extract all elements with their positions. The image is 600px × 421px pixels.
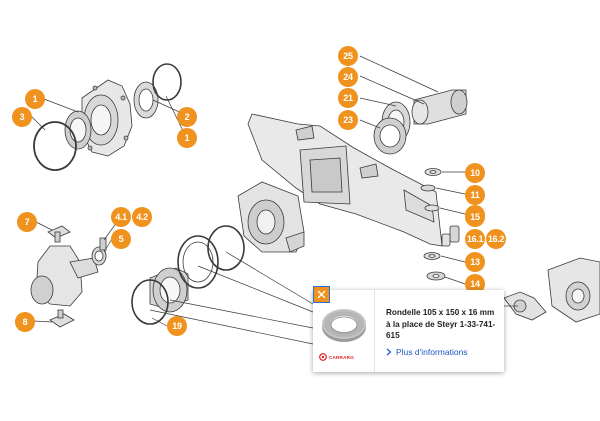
thrust-ring-part[interactable] bbox=[373, 117, 407, 155]
axle-housing-part[interactable] bbox=[247, 113, 443, 247]
bushing-sleeve-part[interactable] bbox=[411, 89, 468, 125]
callout-25[interactable]: 25 bbox=[338, 46, 358, 66]
callout-8[interactable]: 8 bbox=[15, 312, 35, 332]
brand-name: CARRARO bbox=[329, 354, 354, 360]
washer-part[interactable] bbox=[424, 204, 440, 212]
wheel-hub-part[interactable] bbox=[81, 79, 133, 157]
callout-14[interactable]: 14 bbox=[465, 274, 485, 294]
pin-bottom-part[interactable] bbox=[49, 309, 75, 328]
o-ring-large-part[interactable] bbox=[131, 279, 169, 325]
callout-24[interactable]: 24 bbox=[338, 67, 358, 87]
close-icon bbox=[317, 290, 326, 299]
close-button[interactable] bbox=[313, 286, 330, 303]
yoke-part[interactable] bbox=[547, 257, 600, 323]
callout-16-1[interactable]: 16.1 bbox=[465, 229, 485, 249]
chevron-right-icon bbox=[386, 348, 392, 356]
callout-16-2[interactable]: 16.2 bbox=[486, 229, 506, 249]
bearing-ring-part[interactable] bbox=[64, 110, 92, 150]
callout-3[interactable]: 3 bbox=[12, 107, 32, 127]
callout-23[interactable]: 23 bbox=[338, 110, 358, 130]
callout-2[interactable]: 2 bbox=[177, 107, 197, 127]
callout-15[interactable]: 15 bbox=[465, 207, 485, 227]
bushing-part[interactable] bbox=[91, 237, 107, 266]
callout-1[interactable]: 1 bbox=[177, 128, 197, 148]
product-popup: CARRARO Rondelle 105 x 150 x 16 mm à la … bbox=[313, 290, 504, 372]
callout-5[interactable]: 5 bbox=[111, 229, 131, 249]
callout-4-2[interactable]: 4.2 bbox=[132, 207, 152, 227]
callout-19[interactable]: 19 bbox=[167, 316, 187, 336]
universal-joint-part[interactable] bbox=[503, 291, 547, 321]
callout-13[interactable]: 13 bbox=[465, 252, 485, 272]
washer-part[interactable] bbox=[426, 271, 446, 281]
callout-11[interactable]: 11 bbox=[465, 185, 485, 205]
carraro-logo-icon: CARRARO bbox=[319, 353, 354, 361]
washer-part[interactable] bbox=[423, 252, 441, 260]
washer-part[interactable] bbox=[420, 184, 436, 192]
o-ring-part[interactable] bbox=[33, 121, 77, 171]
washer-part[interactable] bbox=[424, 168, 442, 176]
differential-carrier-part[interactable] bbox=[237, 181, 305, 253]
callout-4-1[interactable]: 4.1 bbox=[111, 207, 131, 227]
callout-10[interactable]: 10 bbox=[465, 163, 485, 183]
washer-thumbnail bbox=[322, 309, 366, 342]
callout-1[interactable]: 1 bbox=[25, 89, 45, 109]
product-thumbnail-area: CARRARO bbox=[313, 290, 375, 372]
pin-top-part[interactable] bbox=[47, 225, 71, 243]
more-info-link[interactable]: Plus d'informations bbox=[386, 347, 468, 357]
steering-knuckle-part[interactable] bbox=[30, 245, 99, 307]
snap-ring-large-part[interactable] bbox=[207, 225, 245, 271]
bushing-small-part[interactable] bbox=[441, 225, 460, 247]
leader-lines bbox=[30, 55, 518, 345]
snap-ring-part[interactable] bbox=[152, 63, 182, 101]
bearing-ring-large-part[interactable] bbox=[149, 267, 189, 313]
callout-7[interactable]: 7 bbox=[17, 212, 37, 232]
product-title: Rondelle 105 x 150 x 16 mm à la place de… bbox=[386, 308, 496, 340]
callout-21[interactable]: 21 bbox=[338, 88, 358, 108]
more-info-label[interactable]: Plus d'informations bbox=[396, 347, 468, 357]
